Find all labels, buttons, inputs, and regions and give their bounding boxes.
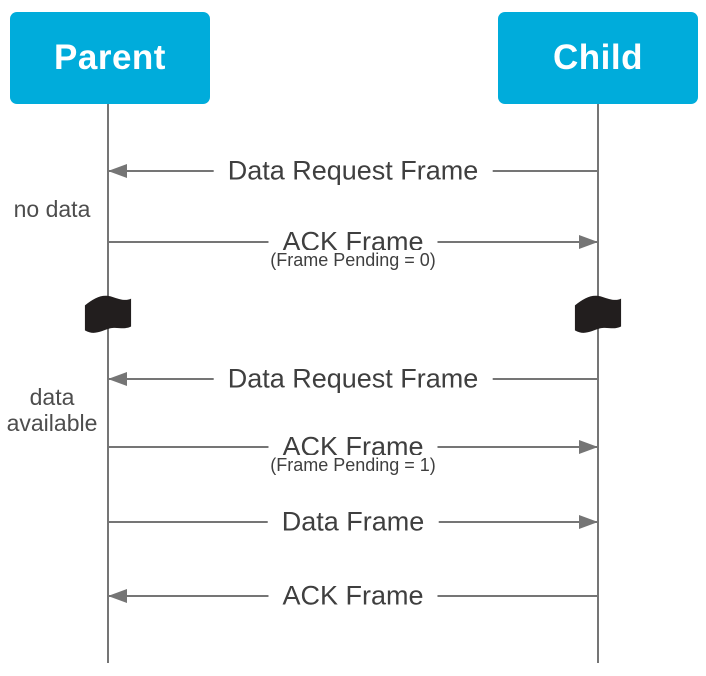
- message-label: Data Frame: [267, 506, 439, 538]
- arrowhead-left-icon: [108, 589, 127, 603]
- arrowhead-right-icon: [579, 440, 598, 454]
- arrowhead-right-icon: [579, 235, 598, 249]
- message-sublabel: (Frame Pending = 0): [266, 250, 440, 271]
- actor-label-child: Child: [553, 38, 643, 77]
- message-data-request-frame-2: Data Request Frame: [108, 363, 598, 395]
- annotation-no-data: no data: [13, 196, 91, 222]
- wavy-flag-icon: [83, 291, 133, 337]
- wavy-flag-icon: [573, 291, 623, 337]
- actor-label-parent: Parent: [54, 38, 166, 77]
- arrowhead-right-icon: [579, 515, 598, 529]
- annotation-data-available: data available: [6, 384, 98, 436]
- lifeline-child: [597, 104, 599, 663]
- message-label: Data Request Frame: [213, 363, 493, 395]
- actor-box-parent: Parent: [10, 12, 210, 104]
- message-ack-frame-2: ACK Frame (Frame Pending = 1): [108, 431, 598, 476]
- message-label: ACK Frame: [268, 580, 438, 612]
- message-data-frame: Data Frame: [108, 506, 598, 538]
- message-label: ACK Frame: [268, 226, 438, 258]
- message-ack-frame-3: ACK Frame: [108, 580, 598, 612]
- arrowhead-left-icon: [108, 164, 127, 178]
- message-ack-frame-1: ACK Frame (Frame Pending = 0): [108, 226, 598, 271]
- message-label: Data Request Frame: [213, 155, 493, 187]
- arrowhead-left-icon: [108, 372, 127, 386]
- message-sublabel: (Frame Pending = 1): [266, 455, 440, 476]
- message-data-request-frame-1: Data Request Frame: [108, 155, 598, 187]
- actor-box-child: Child: [498, 12, 698, 104]
